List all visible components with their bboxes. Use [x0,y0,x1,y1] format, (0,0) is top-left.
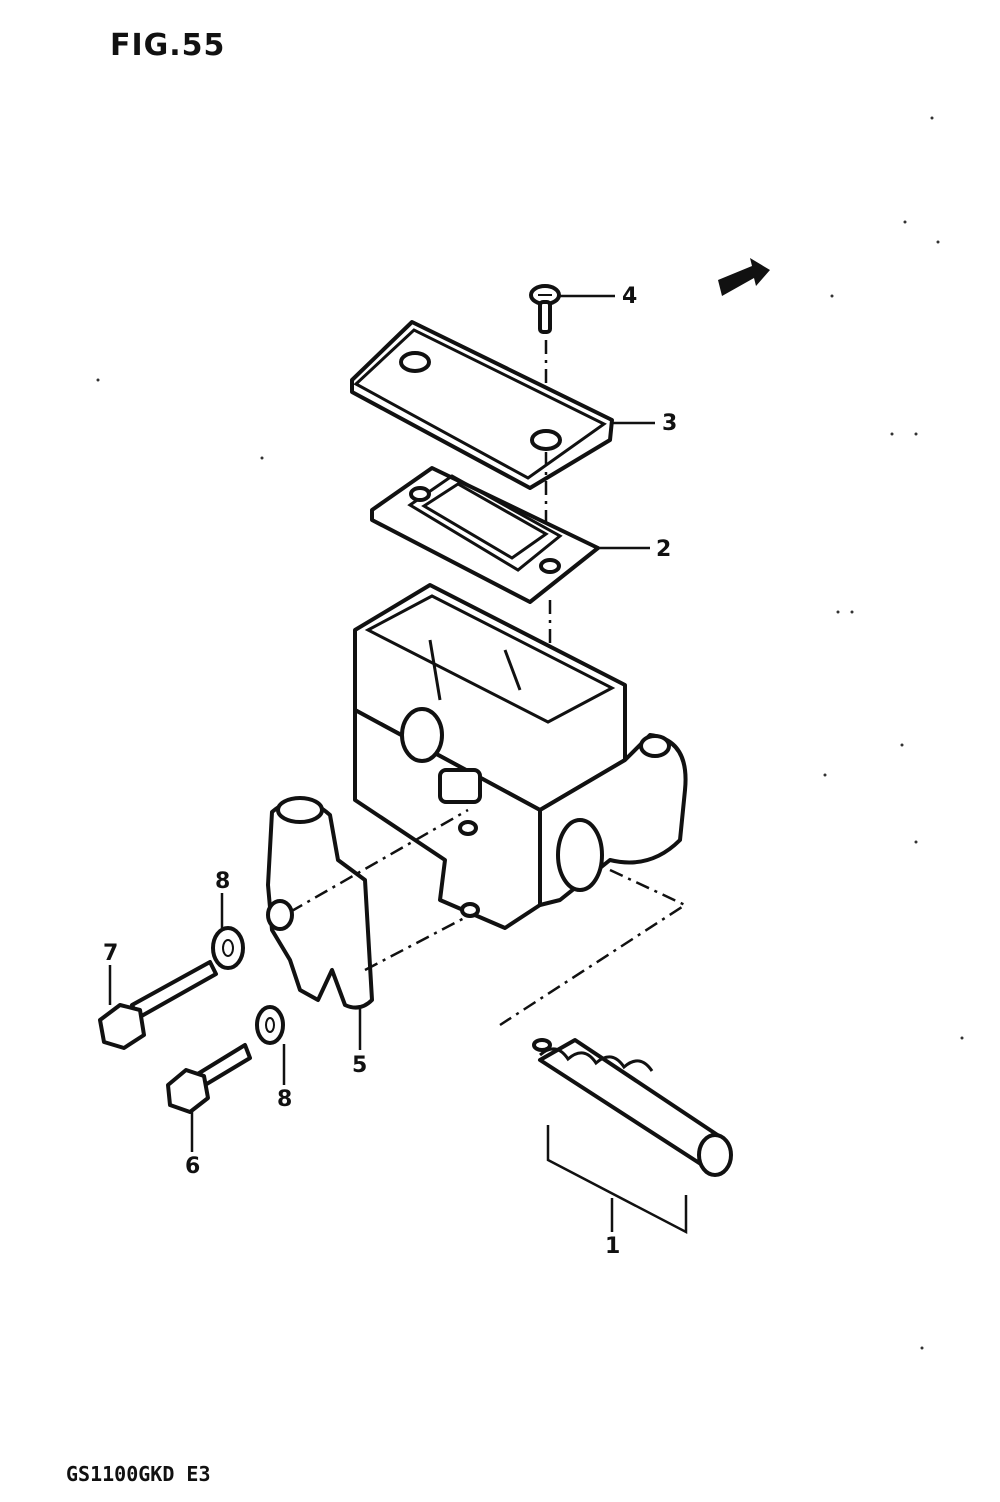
washer [255,1005,285,1045]
piston-spring-set [532,1038,733,1235]
clamp-bolt-long [98,960,218,1050]
reservoir-diaphragm [370,466,600,604]
callout-2: 2 [656,537,671,562]
master-cylinder-clamp [266,796,374,1010]
cap-screw [529,284,561,334]
callout-4: 4 [622,284,637,309]
callout-6: 6 [185,1154,200,1179]
callout-8-upper: 8 [215,869,230,894]
reservoir-cap [350,320,614,490]
scan-noise [96,116,964,1350]
front-arrow-icon [718,258,770,296]
callout-5: 5 [352,1053,367,1078]
washer [211,926,245,970]
callout-8-lower: 8 [277,1087,292,1112]
callout-7: 7 [103,941,118,966]
callout-3: 3 [662,411,677,436]
clamp-bolt-short [166,1043,252,1114]
model-code: GS1100GKD E3 [66,1462,211,1486]
master-cylinder-body [353,583,688,930]
callout-1: 1 [605,1234,620,1259]
figure-title: FIG.55 [110,28,226,63]
